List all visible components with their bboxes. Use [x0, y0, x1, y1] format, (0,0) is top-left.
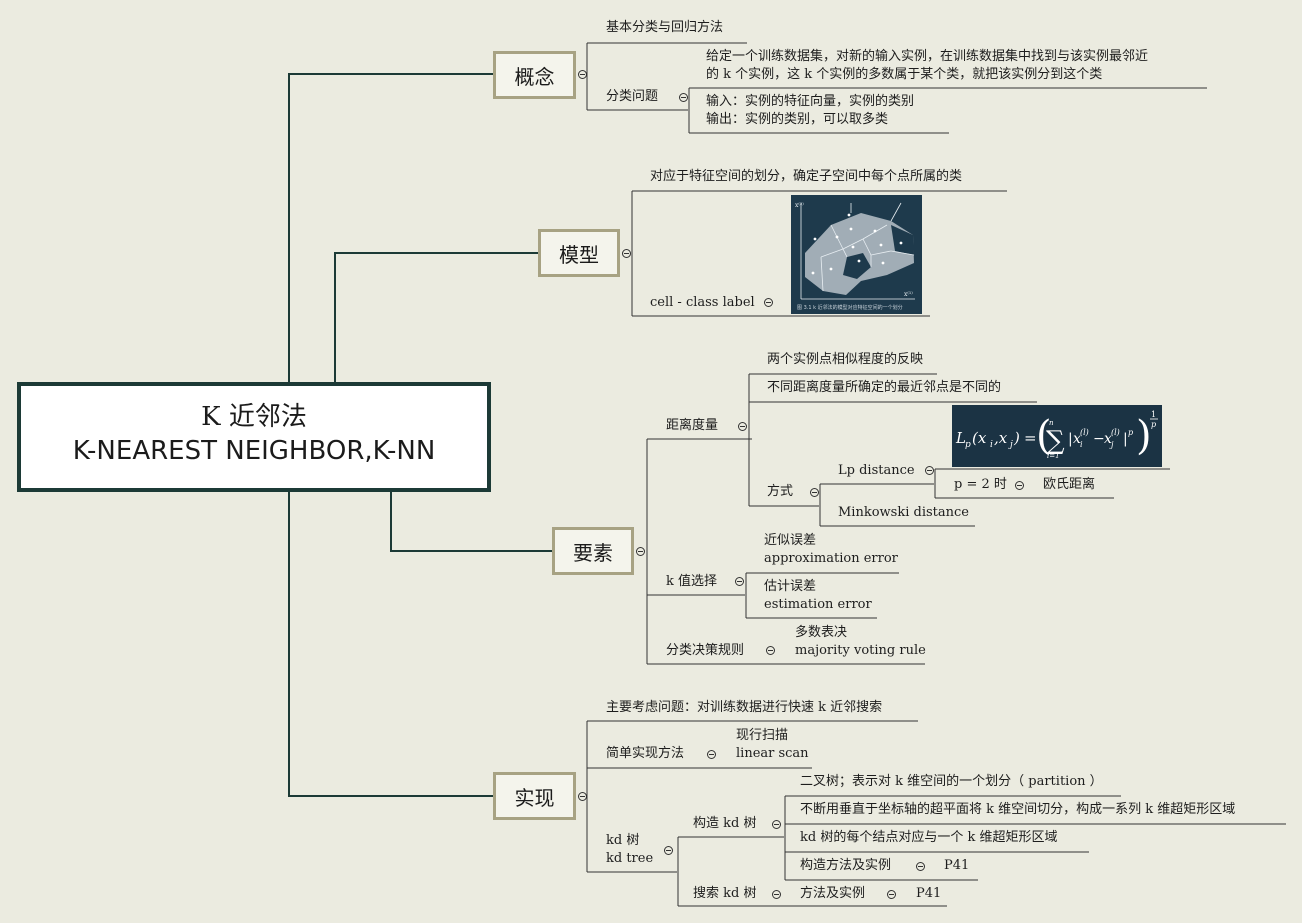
lp-p2: p = 2 时	[954, 477, 1007, 492]
svg-text:l=1: l=1	[1047, 452, 1060, 460]
svg-text:(x: (x	[972, 429, 987, 447]
svg-text:−: −	[1093, 431, 1105, 447]
svg-text:x: x	[1104, 431, 1112, 447]
branch-concept[interactable]: 概念	[493, 51, 576, 99]
root-title-en: K-NEAREST NEIGHBOR,K-NN	[72, 436, 436, 466]
svg-text:L: L	[955, 429, 966, 447]
svg-text:): )	[1136, 413, 1152, 459]
build-b4-page: P41	[944, 858, 970, 873]
svg-text:|: |	[1123, 431, 1128, 447]
collapse-cell-icon[interactable]	[764, 298, 773, 307]
svg-text:n: n	[1049, 419, 1054, 427]
collapse-kdtree-icon[interactable]	[664, 846, 673, 855]
impl-simple: 简单实现方法	[606, 746, 685, 761]
svg-text:1: 1	[1151, 410, 1156, 419]
rule-vote-en: majority voting rule	[795, 643, 926, 658]
voronoi-figure: x⁽²⁾ x⁽¹⁾ 图 3.1 k 近邻法的模型对应特征空间的一个划分	[791, 195, 922, 314]
build-b3: kd 树的每个结点对应与一个 k 维超矩形区域	[800, 830, 1058, 845]
k-approx-en: approximation error	[764, 551, 898, 566]
collapse-simple-icon[interactable]	[707, 750, 716, 759]
branch-implementation[interactable]: 实现	[493, 772, 576, 820]
distance-d2: 不同距离度量所确定的最近邻点是不同的	[767, 380, 1002, 395]
search-s1-page: P41	[916, 886, 942, 901]
collapse-build-example-icon[interactable]	[916, 862, 925, 871]
svg-text:p: p	[1151, 420, 1156, 429]
branch-model[interactable]: 模型	[538, 229, 620, 277]
concept-basic: 基本分类与回归方法	[606, 20, 724, 35]
collapse-classification-icon[interactable]	[679, 93, 688, 102]
impl-main: 主要考虑问题：对训练数据进行快速 k 近邻搜索	[606, 700, 883, 715]
svg-text:i: i	[1080, 440, 1083, 449]
svg-text:): )	[1013, 429, 1020, 447]
collapse-build-icon[interactable]	[772, 820, 781, 829]
model-desc: 对应于特征空间的划分，确定子空间中每个点所属的类	[650, 169, 963, 184]
rule-vote-cn: 多数表决	[795, 625, 848, 640]
svg-text:j: j	[1008, 440, 1013, 450]
svg-text:=: =	[1024, 429, 1037, 447]
collapse-impl-icon[interactable]	[578, 792, 587, 801]
collapse-rule-icon[interactable]	[766, 646, 775, 655]
svg-text:p: p	[965, 440, 971, 450]
build-b4: 构造方法及实例	[800, 858, 892, 873]
figure-caption: 图 3.1 k 近邻法的模型对应特征空间的一个划分	[797, 304, 903, 311]
collapse-model-icon[interactable]	[622, 249, 631, 258]
collapse-p2-icon[interactable]	[1015, 481, 1024, 490]
branch-elements[interactable]: 要素	[552, 527, 634, 575]
method-minkowski: Minkowski distance	[838, 505, 969, 520]
svg-text:x: x	[1073, 431, 1081, 447]
concept-desc-line2: 的 k 个实例，这 k 个实例的多数属于某个类，就把该实例分到这个类	[706, 67, 1103, 82]
svg-text:x⁽²⁾: x⁽²⁾	[795, 202, 804, 209]
kdtree-build: 构造 kd 树	[693, 816, 757, 831]
collapse-method-icon[interactable]	[810, 488, 819, 497]
svg-text:∑: ∑	[1046, 426, 1065, 456]
kdtree-search: 搜索 kd 树	[693, 886, 757, 901]
concept-classification: 分类问题	[606, 89, 659, 104]
impl-kdtree-en: kd tree	[606, 851, 654, 866]
impl-kdtree-cn: kd 树	[606, 833, 640, 848]
concept-input: 输入：实例的特征向量，实例的类别	[706, 94, 915, 109]
svg-text:(l): (l)	[1080, 428, 1089, 437]
model-cell: cell - class label	[650, 295, 755, 310]
impl-scan-cn: 现行扫描	[736, 728, 789, 743]
collapse-search-example-icon[interactable]	[887, 890, 896, 899]
lp-euclid: 欧氏距离	[1043, 477, 1096, 492]
impl-scan-en: linear scan	[736, 746, 809, 761]
search-s1: 方法及实例	[800, 886, 866, 901]
svg-text:x⁽¹⁾: x⁽¹⁾	[904, 291, 913, 298]
root-title-cn: K 近邻法	[201, 402, 307, 432]
k-est-cn: 估计误差	[764, 579, 817, 594]
root-node[interactable]: K 近邻法 K-NEAREST NEIGHBOR,K-NN	[17, 382, 491, 492]
elements-rule: 分类决策规则	[666, 643, 745, 658]
collapse-distance-icon[interactable]	[738, 422, 747, 431]
build-b2: 不断用垂直于坐标轴的超平面将 k 维空间切分，构成一系列 k 维超矩形区域	[800, 802, 1236, 817]
collapse-search-icon[interactable]	[772, 890, 781, 899]
method-lp: Lp distance	[838, 463, 915, 478]
elements-distance: 距离度量	[666, 418, 719, 433]
collapse-lp-icon[interactable]	[925, 466, 934, 475]
svg-text:i: i	[990, 440, 993, 450]
build-b1: 二叉树；表示对 k 维空间的一个划分（ partition ）	[800, 774, 1103, 789]
distance-d1: 两个实例点相似程度的反映	[767, 352, 924, 367]
concept-output: 输出：实例的类别，可以取多类	[706, 112, 889, 127]
k-est-en: estimation error	[764, 597, 872, 612]
svg-text:(: (	[1036, 413, 1052, 459]
svg-text:|: |	[1068, 431, 1073, 447]
svg-text:(l): (l)	[1111, 428, 1120, 437]
distance-method: 方式	[767, 484, 794, 499]
svg-text:p: p	[1128, 428, 1133, 437]
k-approx-cn: 近似误差	[764, 533, 817, 548]
lp-formula-image: L p (x i ,x j ) = ( ∑ n l=1 | x i (l) − …	[952, 405, 1162, 467]
lp-formula-svg: L p (x i ,x j ) = ( ∑ n l=1 | x i (l) − …	[955, 410, 1158, 460]
collapse-concept-icon[interactable]	[578, 70, 587, 79]
concept-desc-line1: 给定一个训练数据集，对新的输入实例，在训练数据集中找到与该实例最邻近	[706, 49, 1149, 64]
collapse-kchoice-icon[interactable]	[735, 577, 744, 586]
svg-text:,x: ,x	[994, 429, 1008, 447]
elements-kchoice: k 值选择	[666, 574, 718, 589]
collapse-elements-icon[interactable]	[636, 547, 645, 556]
voronoi-figure-svg: x⁽²⁾ x⁽¹⁾ 图 3.1 k 近邻法的模型对应特征空间的一个划分	[795, 202, 915, 311]
svg-text:j: j	[1109, 440, 1114, 449]
